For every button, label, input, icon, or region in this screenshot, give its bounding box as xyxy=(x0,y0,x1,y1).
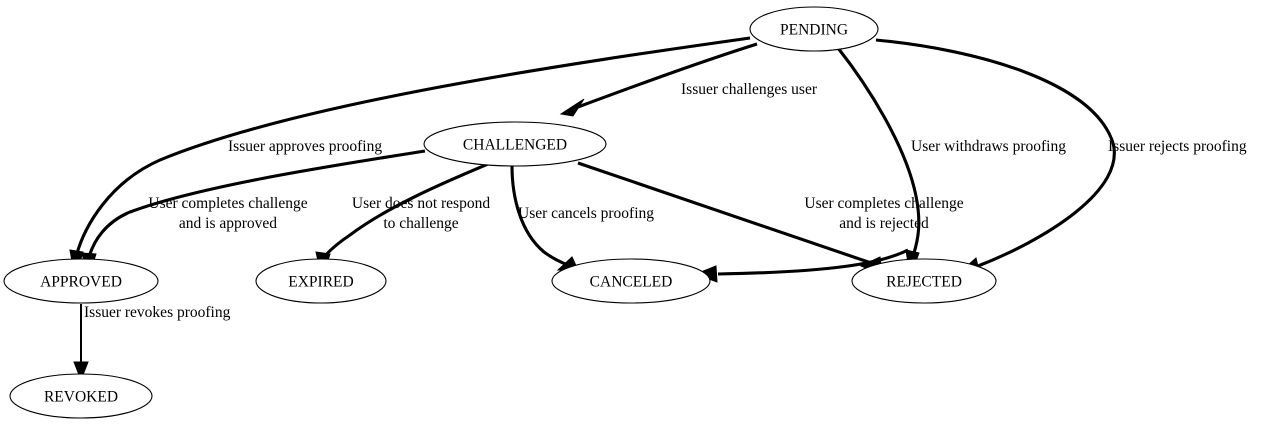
edge-path-into-canceled-right xyxy=(717,248,909,276)
edge-pending-to-challenged[interactable] xyxy=(559,42,758,117)
edge-approved-to-revoked[interactable] xyxy=(73,304,89,382)
node-canceled-label: CANCELED xyxy=(590,274,673,291)
node-canceled[interactable]: CANCELED xyxy=(551,258,711,304)
edge-label-issuer-rejects-proofing: Issuer rejects proofing xyxy=(1108,138,1247,155)
node-challenged-shape xyxy=(423,121,607,167)
node-rejected-label: REJECTED xyxy=(886,274,962,291)
node-expired-shape xyxy=(255,258,387,304)
node-pending[interactable]: PENDING xyxy=(749,6,879,52)
edge-path-pending-challenged xyxy=(577,42,758,109)
edge-path-pending-approved xyxy=(74,36,751,258)
edge-label-user-cancels-proofing: User cancels proofing xyxy=(518,205,654,222)
edge-label-issuer-challenges-user: Issuer challenges user xyxy=(681,81,818,98)
arrowhead-revoked-from-approved xyxy=(73,361,89,382)
edge-label-user-completes-challenge-rejected-line2: and is rejected xyxy=(839,215,929,232)
edge-pending-to-approved[interactable] xyxy=(69,36,751,279)
node-revoked-label: REVOKED xyxy=(44,389,118,406)
edge-path-challenged-canceled xyxy=(510,165,569,267)
edge-label-issuer-revokes-proofing: Issuer revokes proofing xyxy=(84,304,231,321)
edge-label-user-does-not-respond-line2: to challenge xyxy=(383,215,458,232)
node-pending-label: PENDING xyxy=(780,22,848,39)
edge-pending-to-rejected-withdraw[interactable] xyxy=(836,47,921,279)
node-rejected-shape xyxy=(851,258,997,304)
node-revoked-shape xyxy=(9,373,153,419)
node-rejected[interactable]: REJECTED xyxy=(851,258,997,304)
edge-pending-to-rejected-reject[interactable] xyxy=(875,38,1116,276)
node-canceled-shape xyxy=(551,258,711,304)
arrowhead-challenged-from-pending xyxy=(559,98,585,117)
node-revoked[interactable]: REVOKED xyxy=(9,373,153,419)
edge-label-user-withdraws-proofing: User withdraws proofing xyxy=(911,138,1066,155)
edge-path-challenged-rejected xyxy=(577,161,881,268)
edge-label-user-completes-challenge-rejected-line1: User completes challenge xyxy=(804,195,963,212)
edge-label-user-completes-challenge-approved-line1: User completes challenge xyxy=(148,195,307,212)
node-approved-shape xyxy=(3,258,159,304)
edge-path-pending-rejected-withdraw xyxy=(836,47,921,257)
node-expired-label: EXPIRED xyxy=(288,274,353,291)
node-approved-label: APPROVED xyxy=(40,274,122,291)
edge-label-issuer-approves-proofing: Issuer approves proofing xyxy=(228,138,382,155)
node-challenged-label: CHALLENGED xyxy=(463,137,567,154)
node-pending-shape xyxy=(749,6,879,52)
edge-label-user-completes-challenge-approved-line2: and is approved xyxy=(179,215,277,232)
edge-path-challenged-approved xyxy=(87,149,426,258)
edge-label-user-does-not-respond-line1: User does not respond xyxy=(352,195,490,212)
node-challenged[interactable]: CHALLENGED xyxy=(423,121,607,167)
edge-path-pending-rejected-reject xyxy=(875,38,1116,268)
edge-path-challenged-expired xyxy=(322,162,489,259)
node-approved[interactable]: APPROVED xyxy=(3,258,159,304)
node-expired[interactable]: EXPIRED xyxy=(255,258,387,304)
